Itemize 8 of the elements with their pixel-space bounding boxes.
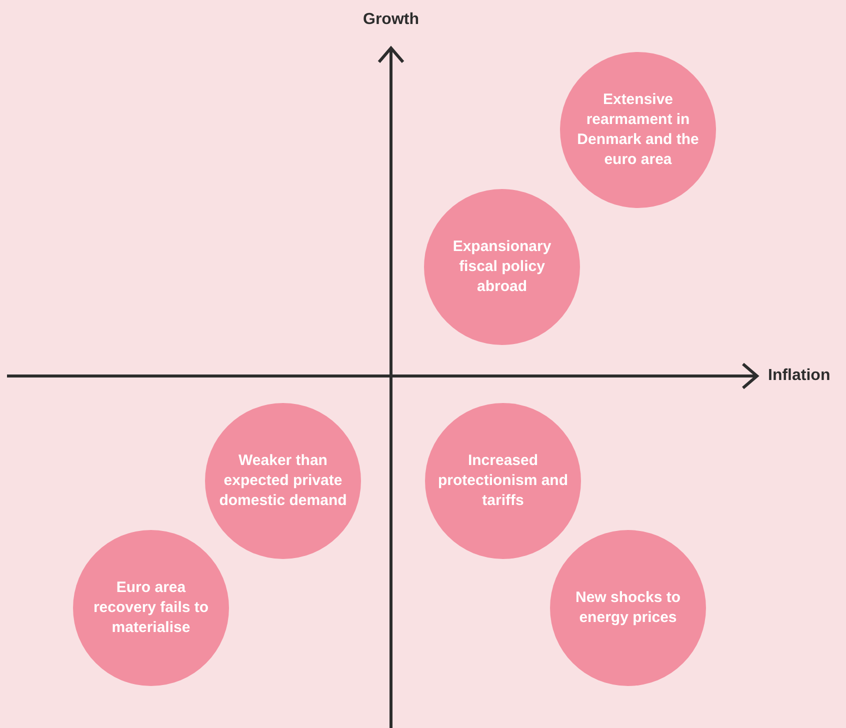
- axis-label: Growth: [363, 10, 419, 30]
- axis-label: Inflation: [768, 366, 830, 386]
- bubble-text: Euro area recovery fails to materialise: [92, 578, 210, 638]
- bubble-text: Expansionary fiscal policy abroad: [452, 237, 552, 297]
- bubble-text: New shocks to energy prices: [574, 588, 682, 628]
- bubble-text: Increased protectionism and tariffs: [438, 451, 568, 511]
- bubble-text: Extensive rearmament in Denmark and the euro area: [576, 90, 700, 170]
- bubble-text: Weaker than expected private domestic demand: [218, 451, 348, 511]
